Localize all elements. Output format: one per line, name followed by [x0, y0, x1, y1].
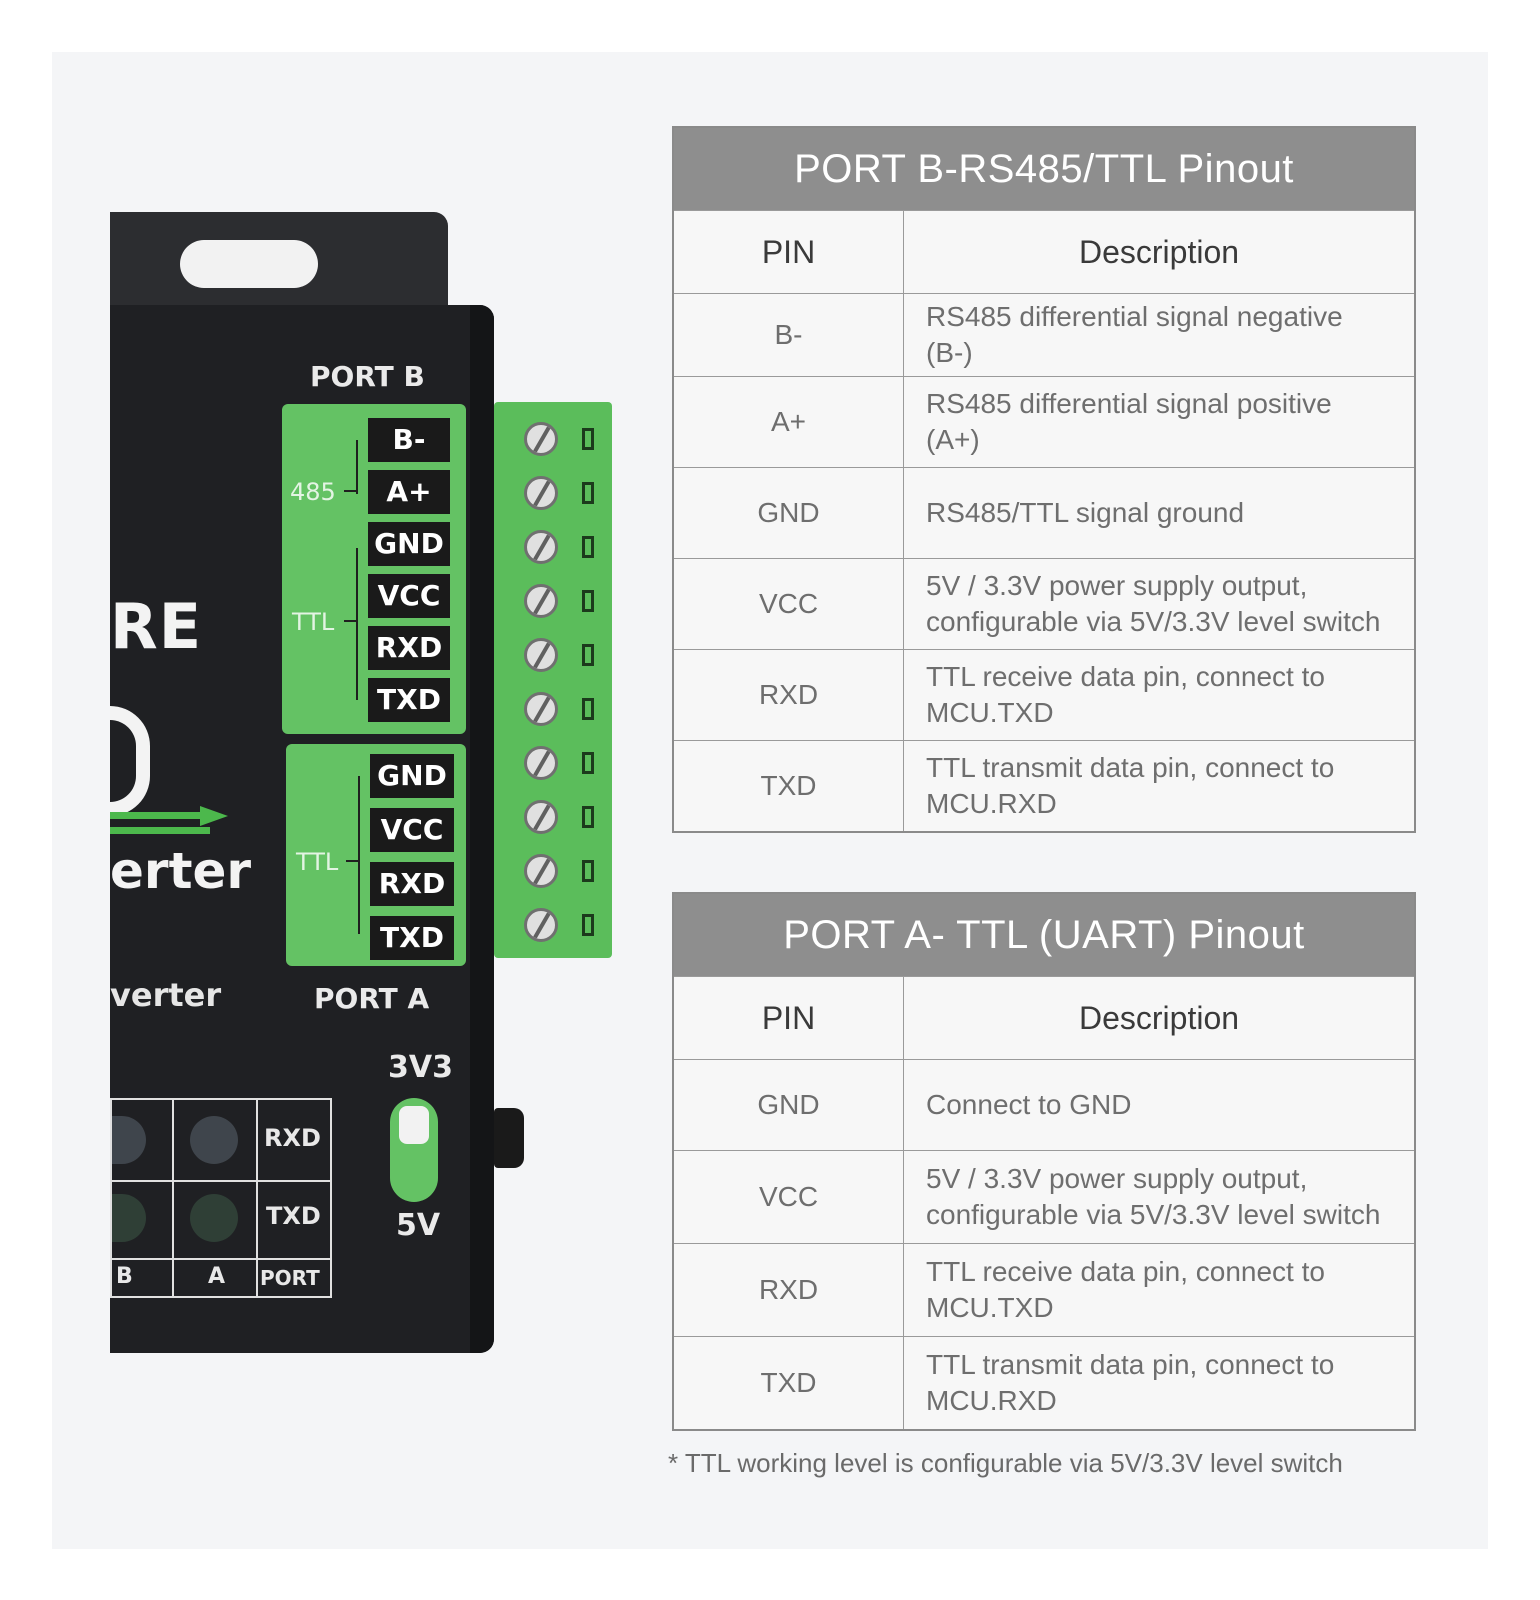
table-row: GND Connect to GND	[674, 1059, 1414, 1150]
port-a-label: PORT A	[314, 982, 430, 1015]
pin-tag-a-gnd: GND	[370, 754, 454, 798]
table-row: GND RS485/TTL signal ground	[674, 467, 1414, 558]
pin-cell: TXD	[674, 1337, 904, 1429]
desc-cell: RS485/TTL signal ground	[926, 497, 1245, 528]
desc-cell: TTL transmit data pin, connect to MCU.RX…	[926, 1349, 1335, 1416]
screw-icon	[524, 422, 558, 456]
table-row: TXD TTL transmit data pin, connect to MC…	[674, 1336, 1414, 1429]
table-row: B- RS485 differential signal negative (B…	[674, 293, 1414, 376]
desc-cell: RS485 differential signal positive (A+)	[926, 388, 1332, 455]
table-row: A+ RS485 differential signal positive (A…	[674, 376, 1414, 467]
screw-icon	[524, 638, 558, 672]
mounting-slot	[180, 240, 318, 288]
group-ttl-b-label: TTL	[292, 608, 335, 636]
switch-label-5v: 5V	[396, 1208, 441, 1243]
bracket-ttl-b	[356, 548, 358, 700]
table-header-row: PIN Description	[674, 210, 1414, 293]
pin-tag-txd: TXD	[368, 678, 450, 722]
screw-icon	[524, 854, 558, 888]
led-label-a: A	[208, 1264, 226, 1289]
port-b-pinout-table: PORT B-RS485/TTL Pinout PIN Description …	[672, 126, 1416, 833]
pin-cell: TXD	[674, 741, 904, 831]
brand-fragment: RE	[110, 590, 203, 663]
screw-icon	[524, 746, 558, 780]
pin-cell: RXD	[674, 650, 904, 740]
table-row: VCC 5V / 3.3V power supply output, confi…	[674, 558, 1414, 649]
led-a-txd	[190, 1194, 238, 1242]
col-desc-header: Description	[1078, 234, 1240, 270]
desc-cell: 5V / 3.3V power supply output, configura…	[926, 1163, 1381, 1230]
arrow-icon	[110, 806, 228, 834]
footnote: * TTL working level is configurable via …	[668, 1448, 1343, 1478]
led-b-txd	[112, 1194, 146, 1242]
bracket-ttl-a	[358, 776, 360, 934]
pin-tag-gnd: GND	[368, 522, 450, 566]
pin-cell: VCC	[674, 1151, 904, 1243]
screw-icon	[524, 908, 558, 942]
led-label-txd: TXD	[266, 1202, 321, 1230]
screw-icon	[524, 800, 558, 834]
port-b-label: PORT B	[310, 360, 425, 393]
col-desc-header: Description	[1078, 1000, 1240, 1036]
port-a-pinout-table: PORT A- TTL (UART) Pinout PIN Descriptio…	[672, 892, 1416, 1431]
pin-tag-rxd: RXD	[368, 626, 450, 670]
screw-icon	[524, 584, 558, 618]
desc-cell: Connect to GND	[926, 1089, 1132, 1120]
pin-tag-vcc: VCC	[368, 574, 450, 618]
pin-cell: GND	[674, 1060, 904, 1150]
screw-icon	[524, 476, 558, 510]
col-pin-header: PIN	[674, 977, 904, 1059]
product-title-fragment: erter	[110, 842, 252, 900]
switch-label-3v3: 3V3	[388, 1050, 453, 1085]
table-header-row: PIN Description	[674, 976, 1414, 1059]
table-row: RXD TTL receive data pin, connect to MCU…	[674, 649, 1414, 740]
pin-tag-a-vcc: VCC	[370, 808, 454, 852]
pin-cell: VCC	[674, 559, 904, 649]
pin-cell: A+	[674, 377, 904, 467]
bracket-485	[356, 440, 358, 494]
pin-tag-a-txd: TXD	[370, 916, 454, 960]
port-a-table-title: PORT A- TTL (UART) Pinout	[674, 894, 1414, 976]
pin-cell: B-	[674, 294, 904, 376]
pin-cell: RXD	[674, 1244, 904, 1336]
group-485-label: 485	[290, 478, 336, 506]
level-switch-knob	[399, 1106, 429, 1144]
desc-cell: TTL receive data pin, connect to MCU.TXD	[926, 1256, 1325, 1323]
led-label-port: PORT	[260, 1266, 320, 1290]
side-knob	[494, 1108, 524, 1168]
pin-tag-a-plus: A+	[368, 470, 450, 514]
port-b-table-title: PORT B-RS485/TTL Pinout	[674, 128, 1414, 210]
table-row: VCC 5V / 3.3V power supply output, confi…	[674, 1150, 1414, 1243]
pin-tag-b-minus: B-	[368, 418, 450, 462]
desc-cell: TTL receive data pin, connect to MCU.TXD	[926, 661, 1325, 728]
led-label-rxd: RXD	[264, 1124, 321, 1152]
group-ttl-a-label: TTL	[296, 848, 339, 876]
device-case-edge	[470, 305, 494, 1353]
desc-cell: RS485 differential signal negative (B-)	[926, 301, 1343, 368]
col-pin-header: PIN	[674, 211, 904, 293]
screw-icon	[524, 530, 558, 564]
table-row: RXD TTL receive data pin, connect to MCU…	[674, 1243, 1414, 1336]
led-indicator-grid: RXD TXD B A PORT	[110, 1098, 332, 1298]
desc-cell: TTL transmit data pin, connect to MCU.RX…	[926, 752, 1335, 819]
converter-device: RE erter verter PORT B PORT A 485 TTL B-…	[0, 0, 612, 1380]
desc-cell: 5V / 3.3V power supply output, configura…	[926, 570, 1381, 637]
pin-cell: GND	[674, 468, 904, 558]
pin-tag-a-rxd: RXD	[370, 862, 454, 906]
led-a-rxd	[190, 1116, 238, 1164]
product-subtitle-fragment: verter	[110, 976, 222, 1014]
table-row: TXD TTL transmit data pin, connect to MC…	[674, 740, 1414, 831]
led-b-rxd	[112, 1116, 146, 1164]
led-label-b: B	[116, 1264, 133, 1289]
screw-icon	[524, 692, 558, 726]
